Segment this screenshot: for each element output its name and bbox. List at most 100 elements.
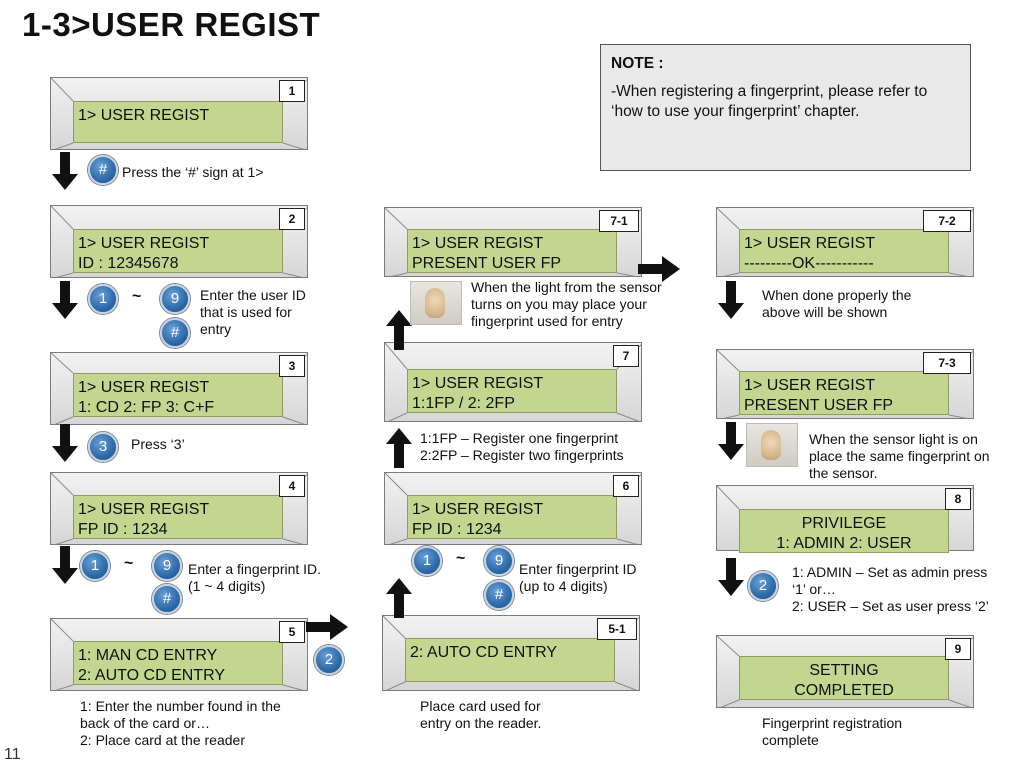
arrow-down-icon — [718, 558, 744, 596]
caption-line: the sensor. — [809, 465, 878, 481]
fingerprint-sensor-icon — [746, 423, 798, 467]
caption-enter-fp-id: Enter a fingerprint ID. (1 ~ 4 digits) — [188, 561, 321, 595]
step-number-badge: 4 — [279, 475, 305, 497]
one-key-icon: 1 — [80, 551, 110, 581]
page-number: 11 — [4, 746, 21, 763]
caption-line: above will be shown — [762, 304, 888, 320]
nine-key-icon: 9 — [152, 551, 182, 581]
lcd-line: PRESENT USER FP — [744, 397, 894, 414]
note-box: NOTE : -When registering a fingerprint, … — [600, 44, 971, 171]
step-number-badge: 1 — [279, 80, 305, 102]
caption-line: 2: USER – Set as user press ‘2’ — [792, 598, 989, 614]
lcd-line: FP ID : 1234 — [78, 521, 168, 538]
lcd-line: 1> USER REGIST — [412, 235, 544, 252]
lcd-panel-7: 1> USER REGIST 1:1FP / 2: 2FP 7 — [384, 342, 642, 422]
one-key-icon: 1 — [88, 284, 118, 314]
caption-line: entry on the reader. — [420, 715, 542, 731]
lcd-line: ID : 12345678 — [78, 255, 179, 272]
caption-line: that is used for — [200, 304, 292, 320]
caption-line: 1: Enter the number found in the — [80, 698, 281, 714]
lcd-screen: 1> USER REGIST — [73, 101, 283, 143]
arrow-down-icon — [52, 546, 78, 584]
lcd-line: 1> USER REGIST — [412, 501, 544, 518]
lcd-line: 1> USER REGIST — [78, 235, 210, 252]
step-number-badge: 7-3 — [923, 352, 971, 374]
step-number-badge: 5 — [279, 621, 305, 643]
caption-line: fingerprint used for entry — [471, 313, 623, 329]
caption-line: back of the card or… — [80, 715, 210, 731]
caption-line: 1:1FP – Register one fingerprint — [420, 430, 619, 446]
arrow-up-icon — [386, 310, 412, 350]
lcd-panel-7-2: 1> USER REGIST---------OK-----------7-2 — [716, 207, 974, 277]
caption-line: (up to 4 digits) — [519, 578, 608, 594]
step-number-badge: 6 — [613, 475, 639, 497]
caption-step7: 1:1FP – Register one fingerprint 2:2FP –… — [420, 430, 624, 464]
step-number-badge: 7-2 — [923, 210, 971, 232]
lcd-line: 1> USER REGIST — [412, 375, 544, 392]
lcd-line: 1> USER REGIST — [744, 235, 876, 252]
caption-line: When done properly the — [762, 287, 912, 303]
lcd-screen: 1> USER REGIST PRESENT USER FP — [739, 371, 949, 415]
lcd-screen: 1> USER REGIST---------OK----------- — [739, 229, 949, 273]
lcd-line: 2: AUTO CD ENTRY — [78, 667, 225, 684]
caption-step73: When the sensor light is on place the sa… — [809, 431, 990, 482]
step-number-badge: 7-1 — [599, 210, 639, 232]
step-number-badge: 5-1 — [597, 618, 637, 640]
caption-line: When the light from the sensor — [471, 279, 662, 295]
caption-line: turns on you may place your — [471, 296, 647, 312]
caption-line: complete — [762, 732, 819, 748]
lcd-screen: 1> USER REGIST ID : 12345678 — [73, 229, 283, 273]
caption-line: entry — [200, 321, 232, 337]
hash-key-icon: # — [88, 155, 118, 185]
caption-line: 2:2FP – Register two fingerprints — [420, 447, 624, 463]
arrow-down-icon — [52, 424, 78, 462]
lcd-panel-7-3: 1> USER REGIST PRESENT USER FP 7-3 — [716, 349, 974, 419]
arrow-down-icon — [718, 281, 744, 319]
caption-line: Enter fingerprint ID — [519, 561, 637, 577]
caption-press-3: Press ‘3’ — [131, 436, 185, 452]
lcd-screen: 1> USER REGIST 1:1FP / 2: 2FP — [407, 369, 617, 413]
caption-line: 1: ADMIN – Set as admin press — [792, 564, 988, 580]
fingerprint-sensor-icon — [410, 281, 462, 325]
lcd-line: PRESENT USER FP — [412, 255, 562, 272]
step-number-badge: 7 — [613, 345, 639, 367]
nine-key-icon: 9 — [160, 284, 190, 314]
caption-step72: When done properly the above will be sho… — [762, 287, 911, 321]
three-key-icon: 3 — [88, 432, 118, 462]
caption-line: When the sensor light is on — [809, 431, 978, 447]
arrow-up-icon — [386, 428, 412, 468]
caption-step8: 1: ADMIN – Set as admin press ‘1’ or… 2:… — [792, 564, 989, 615]
lcd-line: 1> USER REGIST — [744, 377, 876, 394]
caption-line: ‘1’ or… — [792, 581, 836, 597]
lcd-line: 1: ADMIN 2: USER — [776, 535, 912, 552]
lcd-line: FP ID : 1234 — [412, 521, 502, 538]
two-key-icon: 2 — [314, 645, 344, 675]
arrow-up-icon — [386, 578, 412, 618]
arrow-right-icon — [306, 614, 348, 640]
caption-step5: 1: Enter the number found in the back of… — [80, 698, 281, 749]
two-key-icon: 2 — [748, 571, 778, 601]
arrow-down-icon — [52, 152, 78, 190]
lcd-panel-1: 1> USER REGIST 1 — [50, 77, 308, 150]
hash-key-icon: # — [160, 318, 190, 348]
step-number-badge: 3 — [279, 355, 305, 377]
lcd-line: 1:1FP / 2: 2FP — [412, 395, 515, 412]
caption-line: (1 ~ 4 digits) — [188, 578, 266, 594]
tilde-sign: ~ — [132, 288, 142, 305]
arrow-down-icon — [718, 422, 744, 460]
note-body: -When registering a fingerprint, please … — [611, 83, 928, 120]
lcd-screen: 2: AUTO CD ENTRY — [405, 638, 615, 682]
lcd-line: 1> USER REGIST — [78, 107, 210, 124]
caption-line: place the same fingerprint on — [809, 448, 990, 464]
page-title: 1-3>USER REGIST — [22, 6, 321, 43]
caption-step51: Place card used for entry on the reader. — [420, 698, 541, 732]
caption-line: Enter the user ID — [200, 287, 306, 303]
